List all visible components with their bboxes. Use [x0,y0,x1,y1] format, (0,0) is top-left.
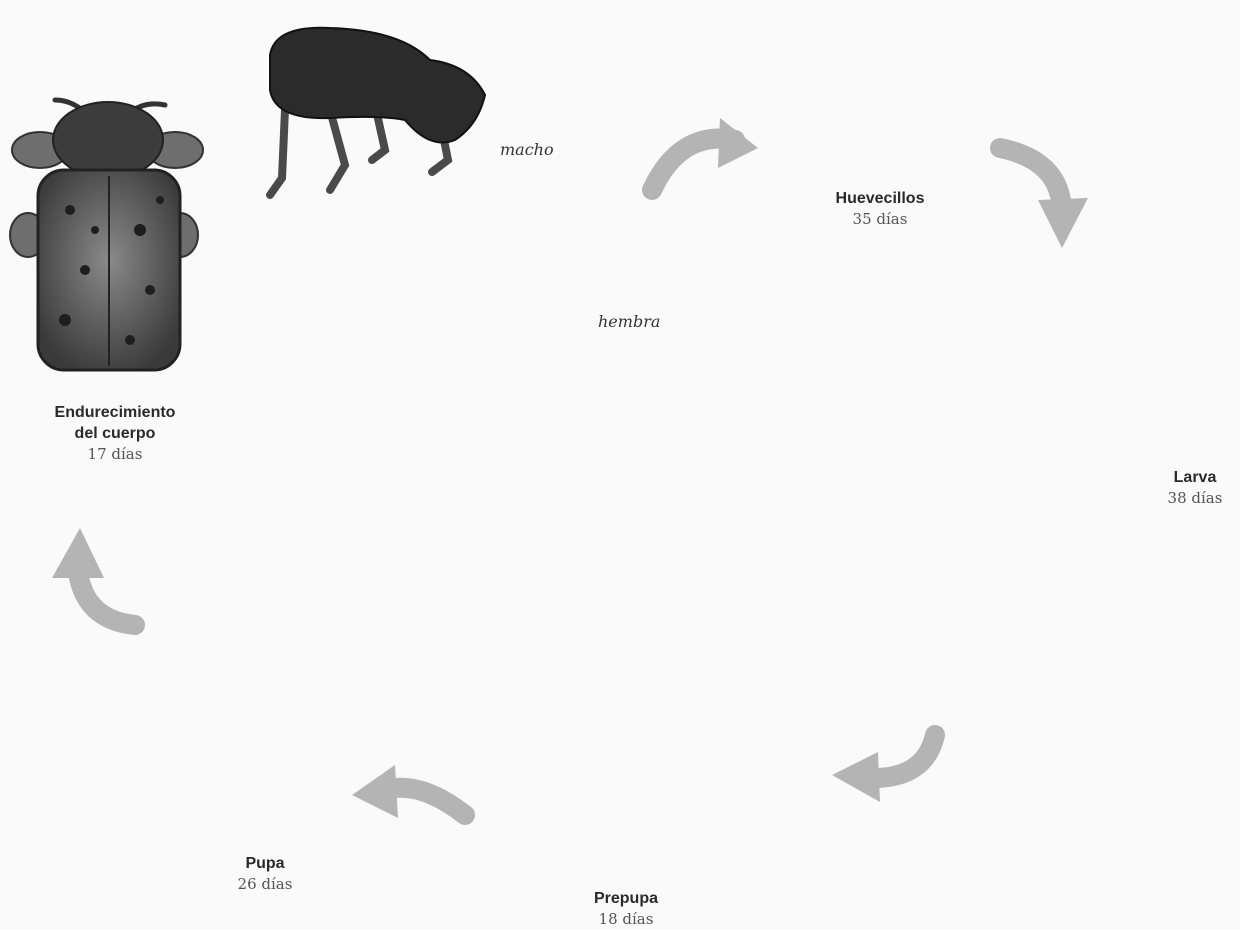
larva-caption: Larva 38 días [1150,467,1240,509]
eggs-caption: Huevecillos 35 días [800,188,960,230]
eggs-stage-duration: 35 días [800,209,960,230]
eggs-stage-name: Huevecillos [800,188,960,209]
male-label: macho [500,140,554,159]
cycle-arrow-pupa-to-adult [52,528,135,625]
prepupa-stage-duration: 18 días [556,909,696,930]
hardened-beetle-illustration [10,100,203,370]
hardening-stage-name-line2: del cuerpo [20,423,210,444]
cycle-arrow-eggs-to-larva [1000,148,1088,248]
larva-stage-name: Larva [1150,467,1240,488]
larva-stage-duration: 38 días [1150,488,1240,509]
cycle-arrow-adults-to-eggs [652,118,758,190]
pupa-caption: Pupa 26 días [205,853,325,895]
hardening-caption: Endurecimiento del cuerpo 17 días [20,402,210,465]
prepupa-caption: Prepupa 18 días [556,888,696,930]
female-label: hembra [598,312,660,331]
cycle-arrow-prepupa-to-pupa [352,765,465,818]
pupa-stage-name: Pupa [205,853,325,874]
prepupa-stage-name: Prepupa [556,888,696,909]
hardening-stage-duration: 17 días [20,444,210,465]
male-weevil-illustration [270,28,485,195]
hardening-stage-name-line1: Endurecimiento [20,402,210,423]
pupa-stage-duration: 26 días [205,874,325,895]
cycle-arrow-larva-to-prepupa [832,735,935,802]
